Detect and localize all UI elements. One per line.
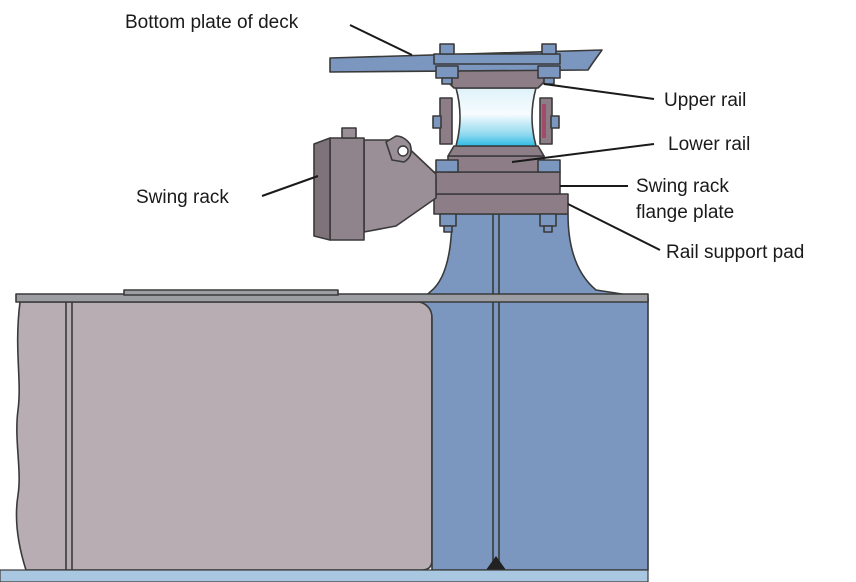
- leader-bottom-plate: [349, 24, 413, 56]
- girder-bottom-flange: [0, 569, 649, 582]
- upper-bolt-left: [435, 43, 459, 85]
- roller: [455, 87, 537, 147]
- roller-pin-left: [432, 115, 442, 129]
- lower-bolt-right: [537, 159, 561, 233]
- leader-lower-rail: [511, 143, 655, 163]
- deck-plate-upper-strip: [433, 53, 561, 65]
- label-bottom-plate: Bottom plate of deck: [125, 12, 299, 33]
- label-flange-plate-line2: flange plate: [636, 202, 734, 223]
- lower-rail: [447, 155, 545, 173]
- leader-upper-rail: [543, 83, 655, 100]
- leader-swing-rack: [261, 175, 319, 197]
- label-swing-rack: Swing rack: [136, 187, 229, 208]
- leader-support-pad: [567, 203, 661, 251]
- pedestal-weld: [486, 556, 506, 570]
- girder-web-plate: [15, 301, 433, 571]
- label-flange-plate-line1: Swing rack: [636, 176, 729, 197]
- roller-pin-right: [550, 115, 560, 129]
- label-upper-rail: Upper rail: [664, 90, 746, 111]
- label-support-pad: Rail support pad: [666, 242, 804, 263]
- lower-bolt-left: [435, 159, 459, 233]
- lower-rail-head: [447, 145, 545, 157]
- roller-side-strip-right: [542, 104, 546, 138]
- label-lower-rail: Lower rail: [668, 134, 750, 155]
- girder-cover-plate: [123, 289, 339, 296]
- swing-rack-flange-plate: [433, 171, 561, 195]
- rail-support-pad: [433, 193, 569, 215]
- swing-rack: [313, 127, 437, 241]
- rail-support-pedestal: [419, 213, 649, 571]
